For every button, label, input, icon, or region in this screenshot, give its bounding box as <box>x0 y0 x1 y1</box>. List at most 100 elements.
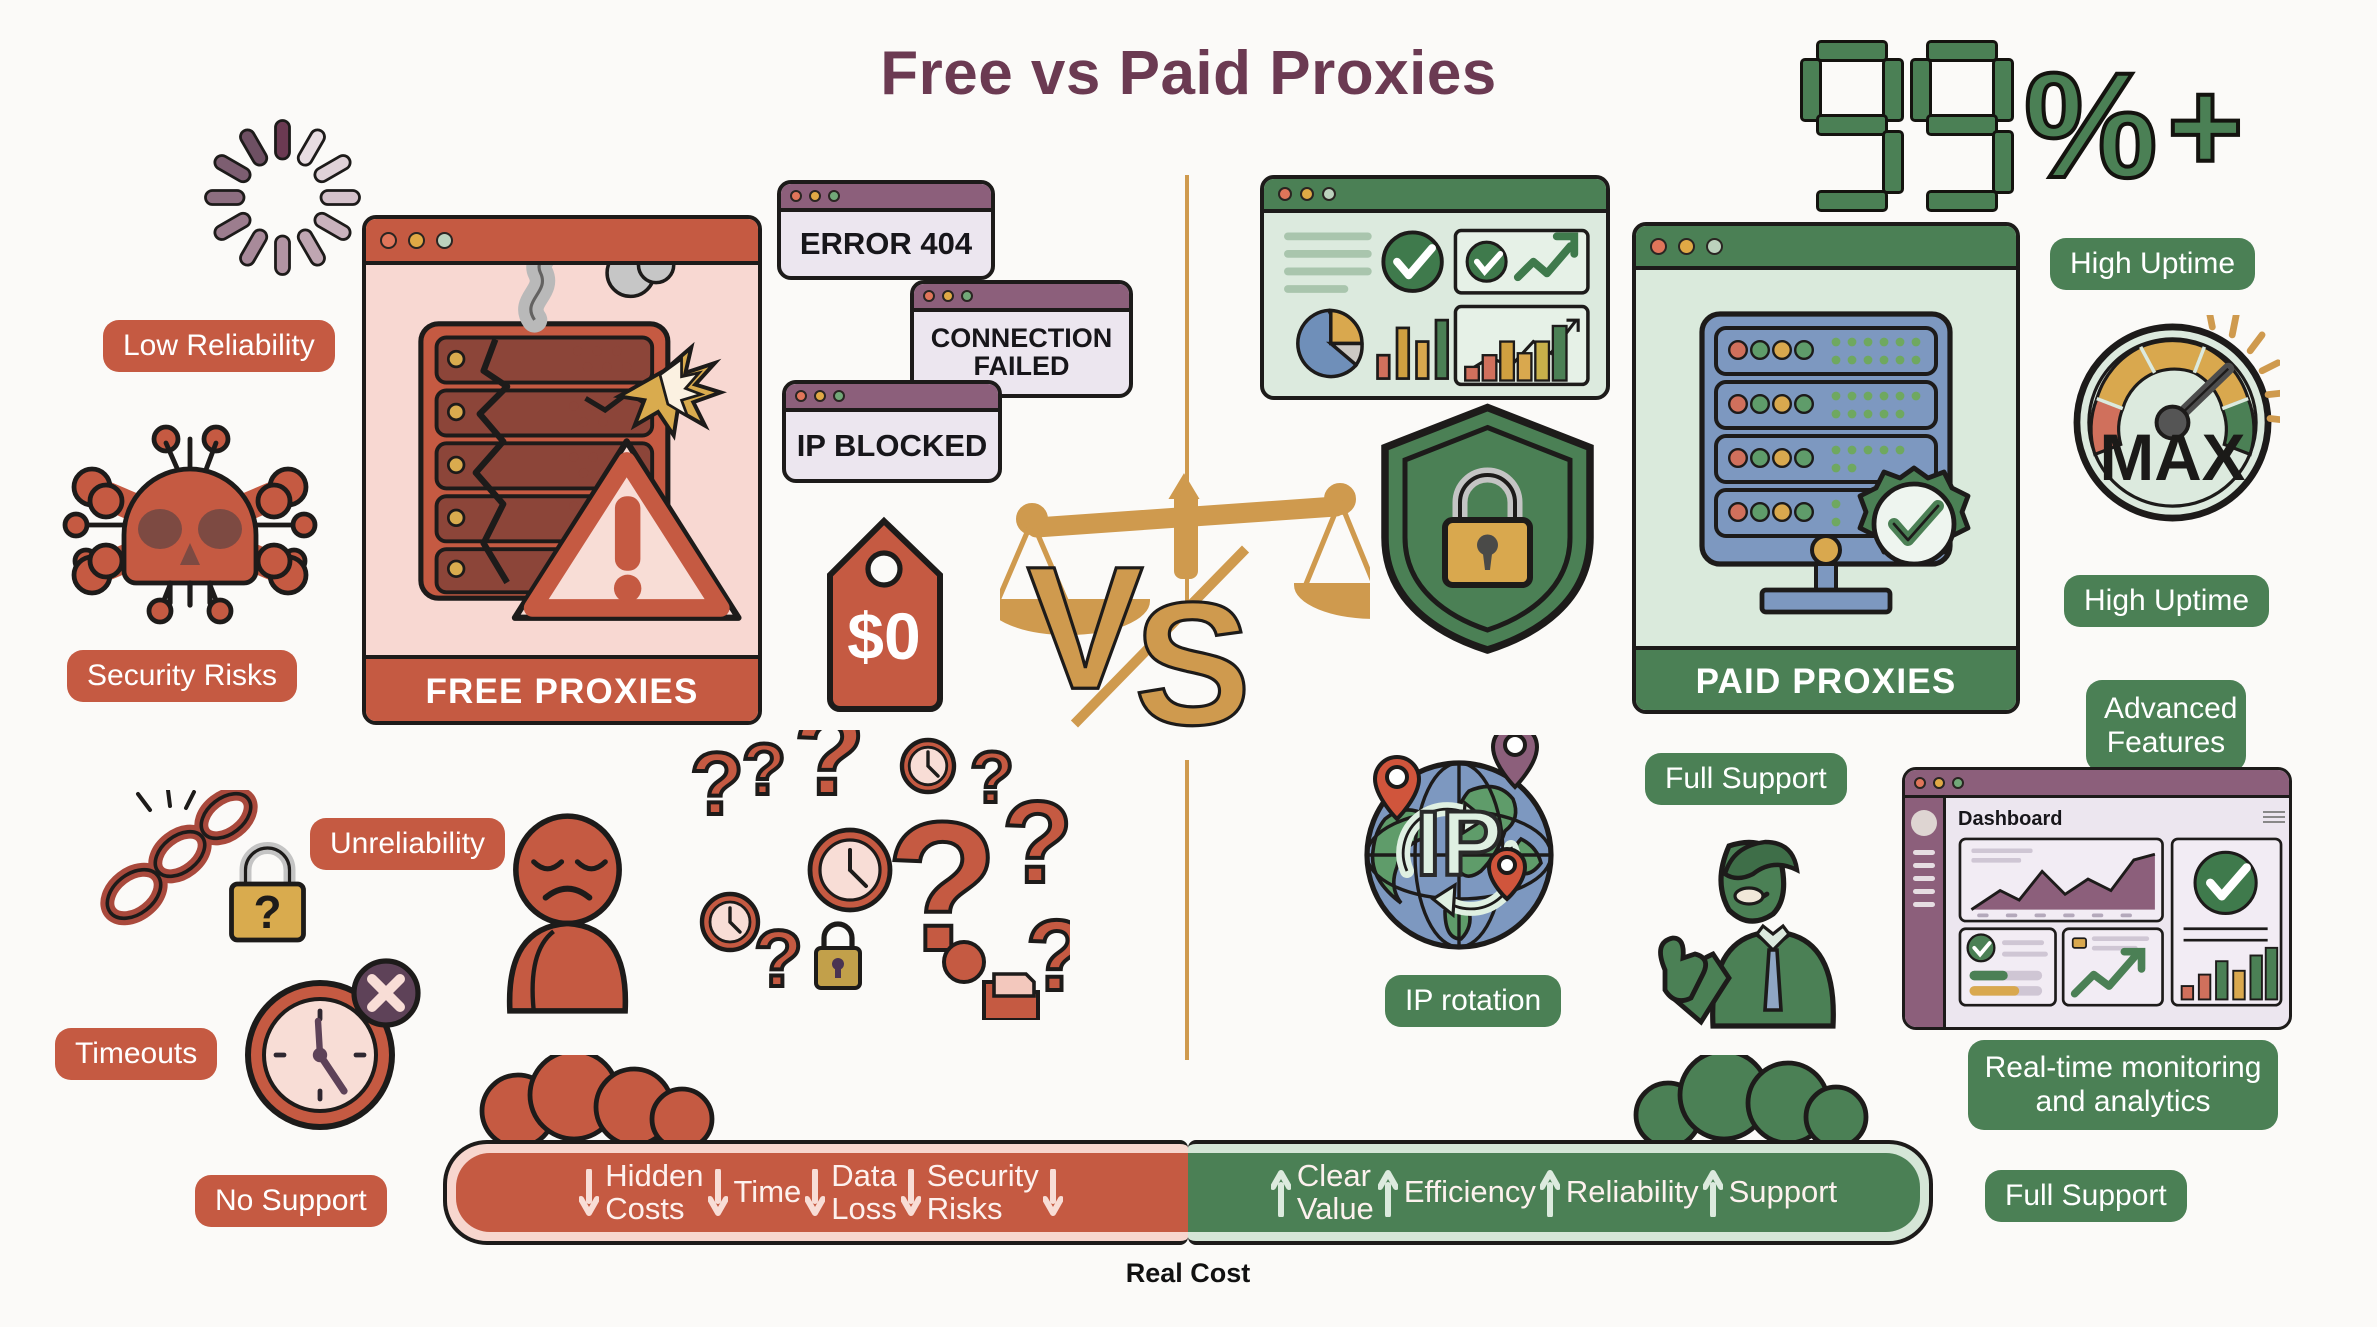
analytics-window <box>1260 175 1610 400</box>
paid-proxies-label: PAID PROXIES <box>1636 646 2016 710</box>
badge-advanced-features-line1: Advanced <box>2104 692 2238 725</box>
error-text-connection-failed: CONNECTION FAILED <box>930 323 1113 381</box>
error-window-404: ERROR 404 <box>777 180 995 280</box>
gauge-max-label: MAX <box>2100 421 2246 494</box>
error-text-ip-blocked: IP BLOCKED <box>796 428 988 464</box>
paid-proxies-panel: PAID PROXIES <box>1632 222 2020 714</box>
window-dot-red <box>795 390 807 402</box>
badge-realtime-monitoring[interactable]: Real-time monitoring and analytics <box>1968 1040 2278 1130</box>
badge-high-uptime-gauge[interactable]: High Uptime <box>2064 575 2270 627</box>
menu-icon[interactable] <box>2263 808 2285 826</box>
percent-symbol: % <box>2022 41 2159 210</box>
vs-label: V S <box>1010 530 1310 764</box>
badge-realtime-line2: and analytics <box>2035 1084 2211 1118</box>
shield-lock-icon <box>1370 400 1605 655</box>
lock-question-icon: ? <box>215 830 320 950</box>
paid-item-label: Reliability <box>1565 1174 1699 1210</box>
free-item-label: Time <box>733 1174 802 1210</box>
window-dot-red <box>790 190 802 202</box>
svg-text:?: ? <box>794 730 865 819</box>
window-dot-green <box>1952 776 1964 789</box>
window-dot-gray <box>1322 187 1336 201</box>
svg-text:V: V <box>1027 545 1144 726</box>
arrow-down-icon <box>579 1168 601 1217</box>
seven-segment-digit-9 <box>1800 40 1904 212</box>
divider-top <box>1185 175 1189 605</box>
badge-full-support-left[interactable]: Full Support <box>1645 753 1847 805</box>
badge-ip-rotation[interactable]: IP rotation <box>1385 975 1562 1027</box>
price-tag-value: $0 <box>847 599 920 673</box>
arrow-up-icon <box>1377 1169 1400 1217</box>
svg-text:?: ? <box>970 738 1014 818</box>
support-person-thumbsup-icon <box>1625 830 1855 1030</box>
dashboard-title: Dashboard <box>1958 808 2063 830</box>
arrow-down-icon <box>900 1168 923 1217</box>
bush-green-icon <box>1620 1048 1870 1150</box>
badge-security-risks[interactable]: Security Risks <box>67 650 298 702</box>
broken-chain-icon <box>90 786 300 950</box>
divider-bottom <box>1185 760 1189 1060</box>
window-dot-yellow <box>942 290 954 302</box>
globe-ip-label: IP <box>1416 793 1503 895</box>
badge-full-support-right[interactable]: Full Support <box>1985 1170 2187 1222</box>
page-title: Free vs Paid Proxies <box>880 39 1497 108</box>
window-dot-yellow <box>809 190 821 202</box>
window-dot-green <box>833 390 845 402</box>
real-cost-caption: Real Cost <box>1125 1258 1251 1288</box>
free-proxies-label: FREE PROXIES <box>366 655 758 721</box>
question-marks-cluster-icon: ? ? ? ? ? ? ? ? <box>670 687 1089 1022</box>
svg-text:?: ? <box>754 914 803 1003</box>
arrow-up-icon <box>1270 1169 1293 1217</box>
arrow-down-icon <box>805 1168 827 1217</box>
svg-text:?: ? <box>690 734 744 833</box>
badge-high-uptime-top[interactable]: High Uptime <box>2050 238 2256 290</box>
badge-low-reliability[interactable]: Low Reliability <box>103 320 335 372</box>
seven-segment-digit-9 <box>1910 40 2014 212</box>
window-dot-green <box>961 290 973 302</box>
bush-red-icon <box>470 1048 720 1152</box>
svg-text:?: ? <box>253 886 281 938</box>
error-window-connection-failed: CONNECTION FAILED <box>910 280 1133 398</box>
skull-malware-icon <box>60 415 320 625</box>
badge-advanced-features[interactable]: Advanced Features <box>2086 680 2246 772</box>
speed-gauge-icon: MAX <box>2065 303 2292 530</box>
window-dot-yellow <box>1678 237 1695 255</box>
error-window-ip-blocked: IP BLOCKED <box>782 380 1002 483</box>
loading-spinner-icon <box>195 110 370 285</box>
plus-symbol: + <box>2165 53 2245 199</box>
window-dot-red <box>380 231 397 249</box>
price-tag-free: $0 <box>820 515 950 715</box>
arrow-down-icon <box>1042 1168 1065 1217</box>
paid-item-label: Efficiency <box>1403 1174 1536 1210</box>
arrow-up-icon <box>1539 1169 1562 1217</box>
paid-item-label: Support <box>1728 1174 1838 1210</box>
free-proxies-panel: FREE PROXIES <box>362 215 762 725</box>
badge-no-support[interactable]: No Support <box>195 1175 387 1227</box>
window-dot-gray <box>436 231 453 249</box>
window-dot-red <box>923 290 935 302</box>
badge-realtime-line1: Real-time monitoring <box>1984 1051 2262 1084</box>
window-dot-gray <box>1706 237 1723 255</box>
window-dot-green <box>828 190 840 202</box>
clock-timeout-icon <box>230 945 430 1135</box>
avatar <box>1911 810 1937 836</box>
globe-ip-rotation-icon: IP <box>1345 723 1575 965</box>
sad-person-icon <box>490 810 645 1015</box>
window-dot-yellow <box>408 231 425 249</box>
badge-timeouts[interactable]: Timeouts <box>55 1028 218 1080</box>
arrow-down-icon <box>707 1168 730 1217</box>
svg-text:S: S <box>1134 567 1251 730</box>
error-text-404: ERROR 404 <box>799 226 973 262</box>
dashboard-sidebar[interactable] <box>1905 798 1946 1027</box>
window-dot-red <box>1278 187 1292 201</box>
window-dot-red <box>1914 776 1926 789</box>
badge-unreliability[interactable]: Unreliability <box>310 818 506 870</box>
window-dot-yellow <box>814 390 826 402</box>
